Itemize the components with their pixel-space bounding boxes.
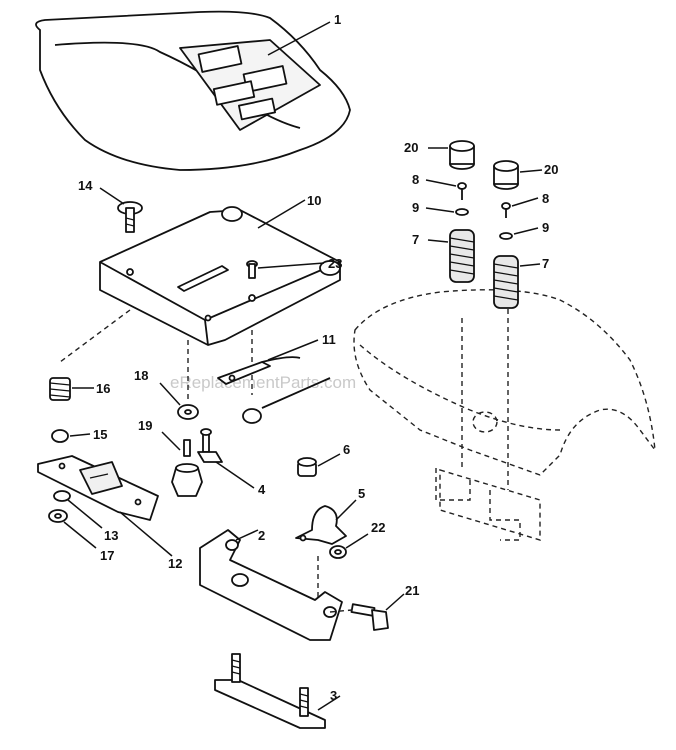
align-line-e [329, 609, 353, 613]
leader-14 [99, 187, 125, 205]
leader-1 [267, 21, 331, 56]
callout-16: 16 [96, 381, 110, 396]
callout-22: 22 [371, 520, 385, 535]
rod-part [261, 377, 331, 409]
washer-9-right-part [499, 232, 513, 240]
screw-8-left-part [457, 182, 467, 200]
callout-1: 1 [334, 12, 341, 27]
plate-3-part [214, 653, 326, 729]
leader-17 [63, 521, 97, 549]
washer-18-part [177, 404, 199, 420]
slide-bracket-12-part [37, 455, 159, 521]
callout-13: 13 [104, 528, 118, 543]
callout-23: 23 [328, 256, 342, 271]
bolt-23-part [246, 260, 258, 279]
callout-7b: 7 [542, 256, 549, 271]
callout-5: 5 [358, 486, 365, 501]
spring-7-right-part [493, 255, 519, 309]
washer-17-part [48, 509, 68, 523]
carriage-bolt-part [117, 201, 143, 233]
callout-7a: 7 [412, 232, 419, 247]
leader-20b [519, 169, 543, 173]
callout-8b: 8 [542, 191, 549, 206]
callout-11: 11 [322, 332, 336, 347]
leader-21 [385, 593, 405, 611]
nut-22-part [329, 545, 347, 559]
bushing-part [242, 408, 262, 424]
callout-19: 19 [138, 418, 152, 433]
leader-22 [345, 533, 369, 549]
knob-19-part [171, 439, 203, 497]
seat-part [35, 10, 351, 171]
bushing-6-part [297, 457, 317, 477]
callout-17: 17 [100, 548, 114, 563]
callout-10: 10 [307, 193, 321, 208]
leader-7a [427, 239, 449, 243]
leader-15a [69, 433, 91, 437]
spacer-15-part [51, 429, 69, 443]
fender-bracket-outline [435, 468, 521, 541]
leader-4 [215, 461, 255, 489]
leader-13 [67, 499, 103, 529]
leader-19 [161, 431, 181, 451]
callout-9b: 9 [542, 220, 549, 235]
callout-3: 3 [330, 688, 337, 703]
leader-18 [159, 382, 181, 406]
callout-9a: 9 [412, 200, 419, 215]
fender-outline [353, 289, 656, 541]
callout-2: 2 [258, 528, 265, 543]
strap-11-part [217, 356, 301, 385]
leader-9a [425, 207, 455, 213]
callout-14: 14 [78, 178, 93, 193]
spacer-20-left-part [449, 140, 475, 170]
callout-12: 12 [168, 556, 182, 571]
washer-9-left-part [455, 208, 469, 216]
nut-13-part [53, 490, 71, 502]
callout-4: 4 [258, 482, 266, 497]
bolt-21-part [350, 603, 389, 631]
pivot-bracket-2-part [199, 529, 343, 641]
spring-16-part [49, 377, 71, 401]
seat-pan-part [99, 206, 341, 346]
screw-8-right-part [501, 202, 511, 218]
leader-2 [235, 529, 259, 541]
rod-4-part [197, 428, 223, 463]
leader-9b [513, 227, 539, 235]
leader-10 [257, 199, 306, 229]
callout-15a: 15 [93, 427, 107, 442]
leader-23 [257, 262, 325, 269]
callout-20a: 20 [404, 140, 418, 155]
align-line-a [59, 309, 131, 363]
leader-8a [425, 179, 457, 187]
callout-20b: 20 [544, 162, 558, 177]
spacer-20-right-part [493, 160, 519, 190]
callout-21: 21 [405, 583, 419, 598]
callout-8a: 8 [412, 172, 419, 187]
leader-5 [335, 499, 357, 521]
leader-7b [519, 263, 541, 267]
leader-12 [119, 511, 173, 557]
callout-6: 6 [343, 442, 350, 457]
leader-8b [511, 197, 539, 207]
leader-11 [267, 339, 319, 361]
leader-3 [317, 695, 341, 711]
clamp-5-part [295, 505, 347, 545]
callout-18: 18 [134, 368, 148, 383]
leader-6 [317, 453, 341, 467]
spring-7-left-part [449, 229, 475, 283]
watermark-text: eReplacementParts.com [170, 373, 356, 392]
